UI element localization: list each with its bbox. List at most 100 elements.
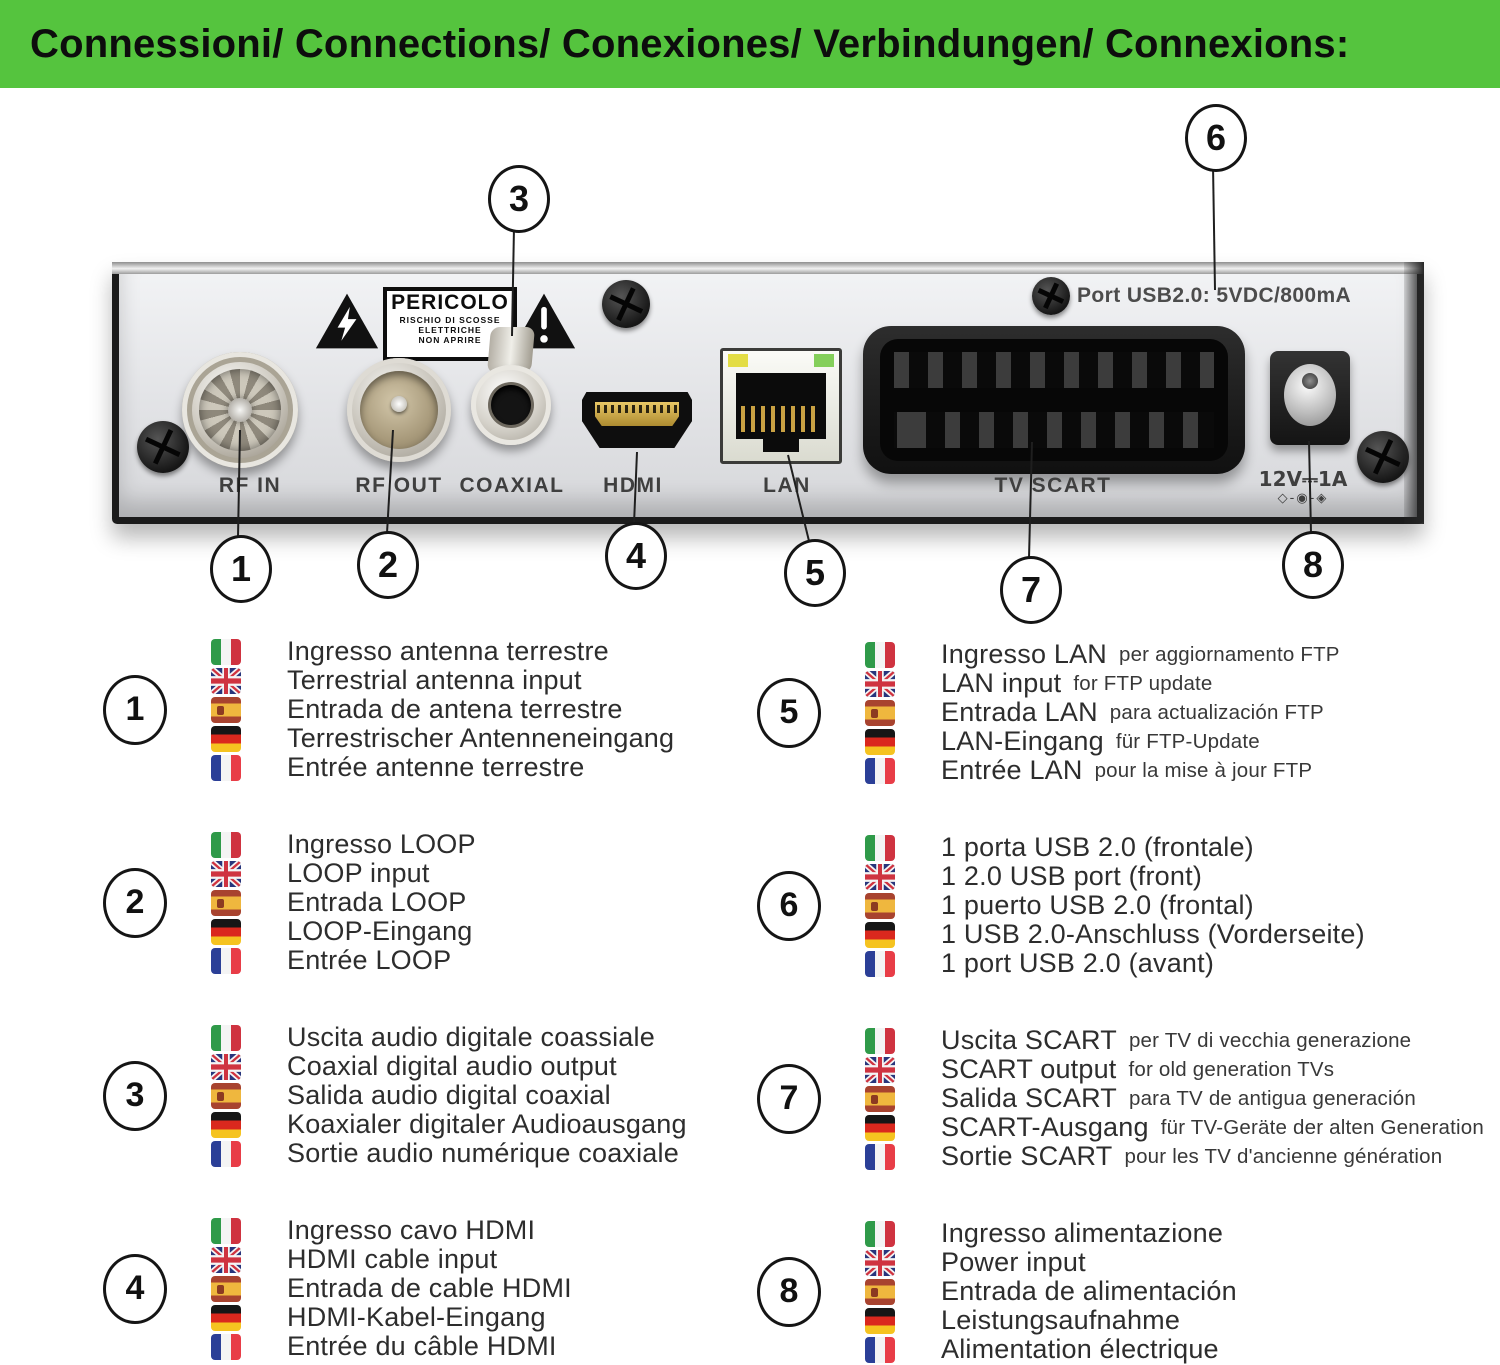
legend-text: SCART output	[941, 1054, 1117, 1084]
legend-item-lines: 1 porta USB 2.0 (frontale) 1 2.0 USB por…	[865, 832, 1365, 978]
legend-text: Entrée du câble HDMI	[287, 1331, 557, 1361]
legend-line: Entrada de alimentación	[865, 1276, 1237, 1306]
legend-note: pour les TV d'ancienne génération	[1124, 1144, 1443, 1168]
flag-de-icon	[865, 921, 895, 948]
legend-line: Entrée LOOP	[211, 945, 476, 975]
legend-item-number: 7	[757, 1063, 821, 1134]
flag-fr-icon	[865, 1143, 895, 1170]
rf-out-pin	[391, 395, 407, 412]
callout-1: 1	[210, 535, 272, 603]
legend-line: SCART output for old generation TVs	[865, 1054, 1484, 1084]
legend-line: HDMI-Kabel-Eingang	[211, 1302, 572, 1332]
legend-text: Entrada LAN	[941, 697, 1098, 727]
flag-it-icon	[865, 1027, 895, 1054]
legend-text: Entrée antenne terrestre	[287, 752, 585, 782]
legend-text: Ingresso antenna terrestre	[287, 636, 609, 666]
lan-port	[720, 348, 842, 464]
legend-text: Entrada de antena terrestre	[287, 694, 623, 724]
callout-3: 3	[488, 165, 550, 233]
legend-text: Coaxial digital audio output	[287, 1051, 617, 1081]
usb-port-note: Port USB2.0: 5VDC/800mA	[1077, 284, 1352, 307]
legend-line: Terrestrial antenna input	[211, 665, 674, 695]
flag-fr-icon	[865, 757, 895, 784]
flag-it-icon	[865, 641, 895, 668]
legend-line: 1 port USB 2.0 (avant)	[865, 948, 1365, 978]
warning-line: ELETTRICHE	[418, 325, 482, 335]
decoder-rear-panel: PERICOLO RISCHIO DI SCOSSE ELETTRICHE NO…	[112, 262, 1424, 524]
screw-icon	[137, 421, 189, 473]
screw-icon	[1357, 431, 1409, 483]
flag-it-icon	[211, 638, 241, 665]
coaxial-hole	[491, 385, 531, 425]
legend-column-left: 1 Ingresso antenna terrestre Terrestrial…	[103, 636, 687, 1361]
legend-text: Alimentation électrique	[941, 1334, 1219, 1364]
flag-fr-icon	[865, 1336, 895, 1363]
flag-es-icon	[211, 889, 241, 916]
port-label-hdmi: HDMI	[603, 474, 663, 497]
legend-line: 1 puerto USB 2.0 (frontal)	[865, 890, 1365, 920]
legend-note: pour la mise à jour FTP	[1094, 758, 1313, 782]
flag-fr-icon	[211, 754, 241, 781]
lan-notch	[763, 439, 799, 452]
polarity-symbol: ◇-◉-◈	[1277, 491, 1329, 506]
legend-text: Sortie SCART	[941, 1141, 1113, 1171]
legend-text: 1 2.0 USB port (front)	[941, 861, 1203, 891]
legend-text: Entrée LOOP	[287, 945, 452, 975]
rf-out-connector	[347, 358, 451, 462]
legend-text: Entrada de cable HDMI	[287, 1273, 572, 1303]
dc-power-jack	[1270, 351, 1350, 445]
lan-pins	[741, 406, 821, 432]
legend-line: Ingresso alimentazione	[865, 1218, 1237, 1248]
legend-text: LOOP input	[287, 858, 430, 888]
flag-de-icon	[211, 1304, 241, 1331]
legend-line: HDMI cable input	[211, 1244, 572, 1274]
legend-text: Uscita audio digitale coassiale	[287, 1022, 655, 1052]
flag-it-icon	[211, 1024, 241, 1051]
flag-es-icon	[865, 699, 895, 726]
flag-it-icon	[865, 1220, 895, 1247]
flag-fr-icon	[211, 1333, 241, 1360]
legend-text: 1 puerto USB 2.0 (frontal)	[941, 890, 1254, 920]
legend-text: Uscita SCART	[941, 1025, 1117, 1055]
legend-text: Leistungsaufnahme	[941, 1305, 1181, 1335]
legend-note: for old generation TVs	[1128, 1057, 1335, 1081]
flag-es-icon	[211, 1082, 241, 1109]
page-title: Connessioni/ Connections/ Conexiones/ Ve…	[30, 21, 1350, 66]
port-label-lan: LAN	[763, 474, 811, 497]
legend-line: 1 2.0 USB port (front)	[865, 861, 1365, 891]
legend-text: Power input	[941, 1247, 1086, 1277]
legend-text: Salida audio digital coaxial	[287, 1080, 611, 1110]
legend-text: Sortie audio numérique coaxiale	[287, 1138, 679, 1168]
legend-line: Entrée du câble HDMI	[211, 1331, 572, 1361]
callout-2: 2	[357, 531, 419, 599]
legend-line: Salida audio digital coaxial	[211, 1080, 687, 1110]
flag-es-icon	[865, 892, 895, 919]
legend-text: Terrestrial antenna input	[287, 665, 582, 695]
flag-es-icon	[211, 696, 241, 723]
coaxial-connector	[471, 365, 551, 445]
callout-8: 8	[1282, 531, 1344, 599]
legend-line: Ingresso LOOP	[211, 829, 476, 859]
legend-line: Sortie SCART pour les TV d'ancienne génér…	[865, 1141, 1484, 1171]
legend-text: Koaxialer digitaler Audioausgang	[287, 1109, 687, 1139]
legend-note: for FTP update	[1073, 671, 1213, 695]
legend-line: 1 porta USB 2.0 (frontale)	[865, 832, 1365, 862]
legend-text: Ingresso LOOP	[287, 829, 476, 859]
legend-text: 1 port USB 2.0 (avant)	[941, 948, 1215, 978]
legend-text: Salida SCART	[941, 1083, 1117, 1113]
legend-item: 6 1 porta USB 2.0 (frontale) 1 2.0 USB p…	[757, 832, 1484, 978]
legend-text: Entrada de alimentación	[941, 1276, 1237, 1306]
port-label-rf-out: RF OUT	[355, 474, 443, 497]
flag-it-icon	[865, 834, 895, 861]
legend-line: LOOP-Eingang	[211, 916, 476, 946]
